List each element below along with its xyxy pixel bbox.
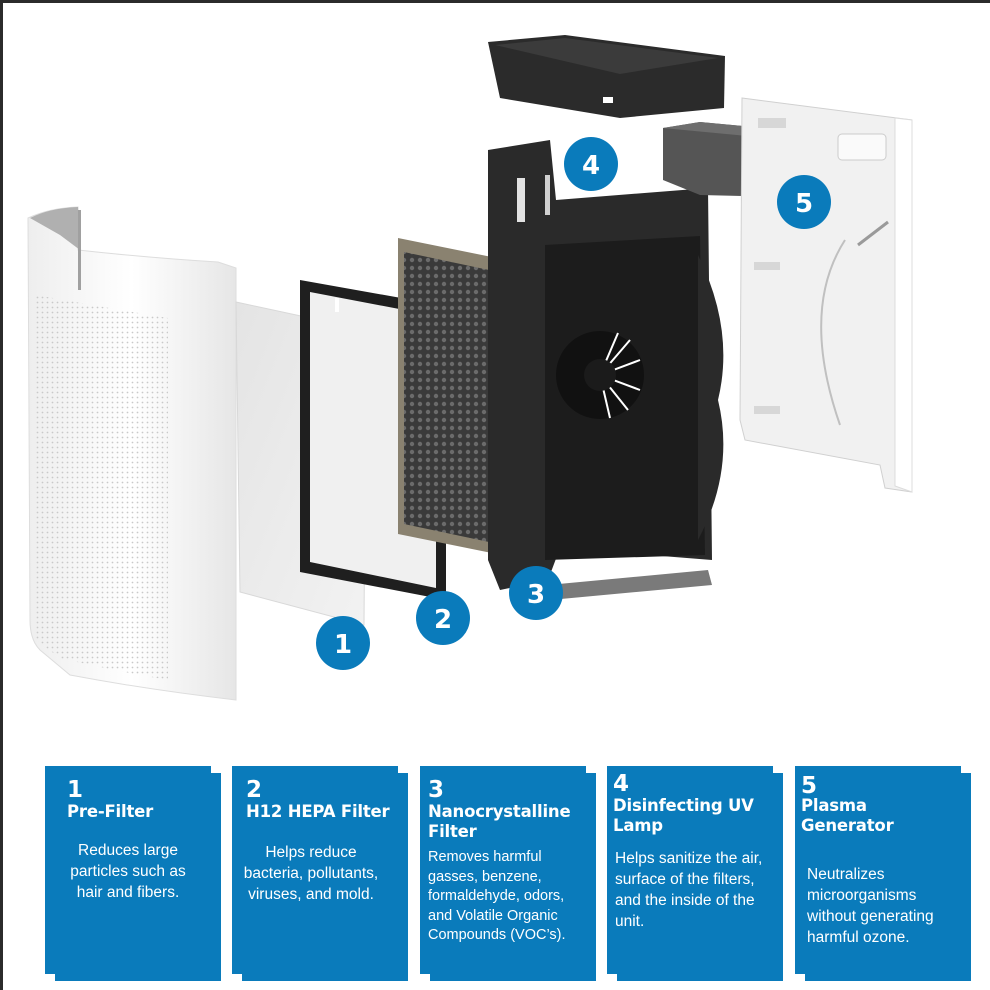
card-number: 2: [246, 777, 263, 803]
card-description: Neutralizes microorganisms without gener…: [807, 866, 934, 946]
card-number: 5: [801, 773, 818, 799]
card-title: Plasma Generator: [801, 796, 894, 835]
svg-text:5: 5: [795, 189, 813, 219]
card-description: Reduces large particles such as hair and…: [70, 842, 186, 901]
component-card-uv-lamp: 4 Disinfecting UV Lamp Helps sanitize th…: [607, 766, 783, 981]
card-number: 1: [67, 777, 84, 803]
card-number: 3: [428, 777, 445, 803]
component-card-hepa-filter: 2 H12 HEPA Filter Helps reduce bacteria,…: [232, 766, 408, 981]
callout-badges: 1 2 3 4 5: [316, 137, 831, 670]
component-card-pre-filter: 1 Pre-Filter Reduces large particles suc…: [45, 766, 221, 981]
exploded-view-illustration: 1 2 3 4 5: [27, 35, 913, 701]
card-title: Disinfecting UV Lamp: [613, 796, 754, 835]
card-description: Removes harmful gasses, benzene, formald…: [428, 849, 566, 943]
callout-badge-5: [777, 175, 831, 229]
callout-badge-2: [416, 591, 470, 645]
main-housing: [488, 140, 724, 600]
card-description: Helps sanitize the air, surface of the f…: [615, 850, 763, 930]
back-panel: [739, 97, 913, 493]
component-card-plasma-generator: 5 Plasma Generator Neutralizes microorga…: [795, 766, 971, 981]
card-title: Nanocrystalline Filter: [428, 802, 571, 841]
front-cover: [27, 206, 237, 701]
card-description: Helps reduce bacteria, pollutants, virus…: [243, 844, 379, 903]
card-number: 4: [613, 771, 630, 797]
card-title: Pre-Filter: [67, 802, 154, 821]
svg-text:2: 2: [434, 605, 452, 635]
callout-badge-1: [316, 616, 370, 670]
callout-badge-3: [509, 566, 563, 620]
component-card-nanocrystalline-filter: 3 Nanocrystalline Filter Removes harmful…: [420, 766, 596, 981]
svg-text:1: 1: [334, 630, 352, 660]
callout-badge-4: [564, 137, 618, 191]
svg-text:3: 3: [527, 580, 545, 610]
card-title: H12 HEPA Filter: [246, 802, 390, 821]
svg-text:4: 4: [582, 151, 600, 181]
top-control-panel: [488, 35, 725, 118]
